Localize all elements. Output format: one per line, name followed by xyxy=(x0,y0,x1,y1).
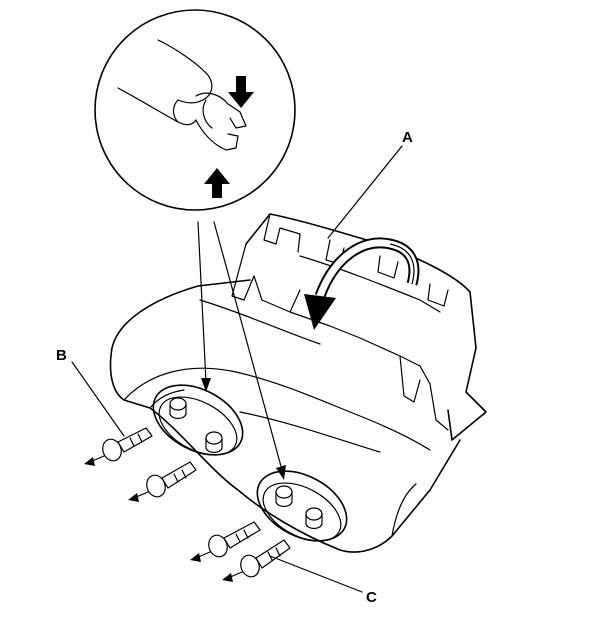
detail-pointer-lines xyxy=(197,221,286,480)
clip-boss-right xyxy=(256,470,348,542)
detail-clip xyxy=(195,92,247,151)
curved-rotation-arrow-icon xyxy=(304,237,420,330)
clip-boss-left xyxy=(152,384,244,456)
finger-illustration xyxy=(117,39,213,126)
callout-label-a: A xyxy=(402,129,413,146)
removed-clip-2 xyxy=(146,461,197,498)
removed-clip-c xyxy=(240,539,291,578)
removed-clip-3 xyxy=(208,521,261,558)
callout-label-c: C xyxy=(366,589,377,606)
detail-circle xyxy=(94,9,296,211)
small-removal-arrow-icon xyxy=(84,455,243,582)
detail-magnifier xyxy=(94,9,296,211)
leader-line-a xyxy=(327,145,403,239)
trim-panel xyxy=(109,213,487,553)
leader-line-b xyxy=(71,361,125,437)
callout-label-b: B xyxy=(56,347,67,364)
leader-lines xyxy=(71,145,403,593)
removed-clip-b xyxy=(102,427,153,462)
squeeze-arrows-icon xyxy=(204,76,254,198)
leader-line-c xyxy=(269,555,363,593)
panel-shell xyxy=(109,279,461,553)
